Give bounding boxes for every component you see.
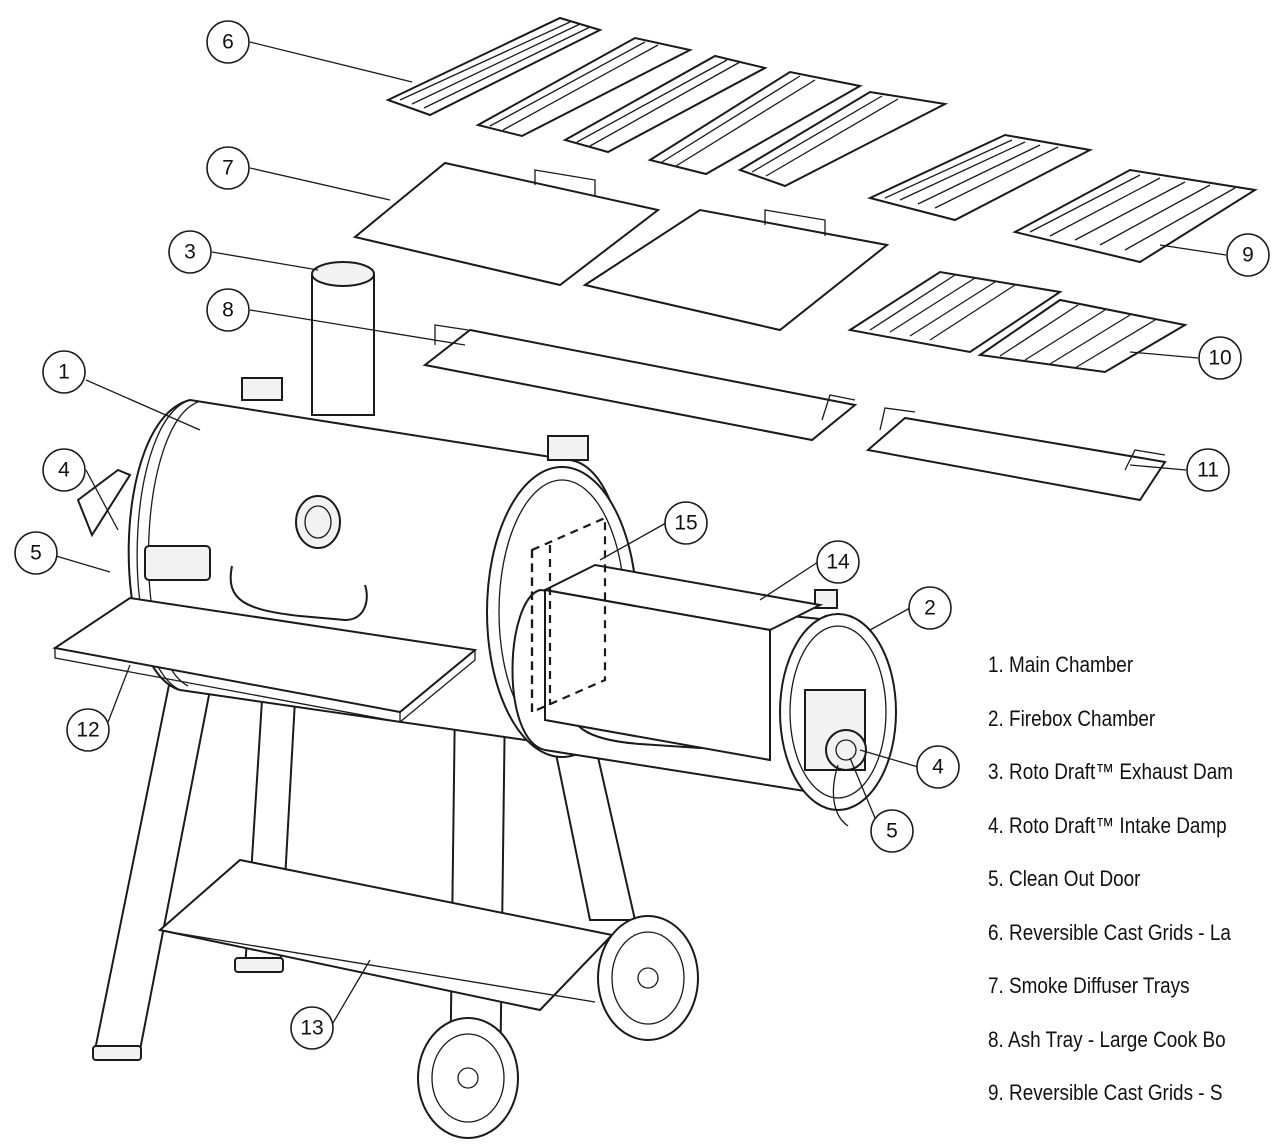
ash-tray-large [422,324,858,442]
exhaust-stack [311,261,375,416]
svg-text:7: 7 [222,157,234,180]
callout-13: 13 [290,1006,334,1050]
callout-3: 3 [168,230,212,274]
callout-5-right: 5 [870,809,914,853]
svg-text:15: 15 [674,512,697,535]
callout-7: 7 [206,146,250,190]
callout-9: 9 [1226,233,1270,277]
callout-5-left: 5 [14,531,58,575]
svg-text:2: 2 [924,597,936,620]
callout-4-left: 4 [42,448,86,492]
heat-deflector [541,563,824,762]
svg-text:11: 11 [1197,459,1219,482]
callout-12: 12 [66,708,110,752]
svg-text:4: 4 [58,459,70,482]
svg-text:8: 8 [222,299,234,322]
legend-item: 7. Smoke Diffuser Trays [988,973,1190,998]
smoke-diffuser-trays [352,161,890,332]
svg-text:3: 3 [184,241,196,264]
reversible-cast-grids-large [385,16,949,188]
callout-8: 8 [206,288,250,332]
legend-item: 1. Main Chamber [988,652,1134,677]
legend-item: 6. Reversible Cast Grids - La [988,919,1231,945]
callout-15: 15 [664,501,708,545]
legend-item: 8. Ash Tray - Large Cook Bo [988,1026,1226,1052]
svg-text:12: 12 [76,719,99,742]
legend-item: 9. Reversible Cast Grids - S [988,1080,1223,1105]
callout-4-right: 4 [916,745,960,789]
svg-text:5: 5 [886,820,898,843]
legend-item: 2. Firebox Chamber [988,705,1156,731]
ash-tray-small [865,407,1167,502]
svg-text:10: 10 [1208,347,1231,370]
svg-text:14: 14 [826,551,850,574]
wheels [417,915,699,1139]
callout-14: 14 [816,540,860,584]
svg-text:9: 9 [1242,244,1254,267]
svg-text:13: 13 [300,1017,323,1040]
svg-text:6: 6 [222,31,234,54]
callout-10: 10 [1198,336,1242,380]
reversible-cast-grids-small [867,133,1258,264]
legend-item: 4. Roto Draft™ Intake Damp [988,812,1227,838]
legend-item: 5. Clean Out Door [988,866,1141,891]
callout-11: 11 [1186,448,1230,492]
cart-frame [92,678,637,1091]
svg-text:1: 1 [58,361,70,384]
parts-legend: 1. Main Chamber 2. Firebox Chamber 3. Ro… [988,645,1284,1145]
baffle-plate-dashed [530,516,607,714]
svg-text:5: 5 [30,542,42,565]
callout-2: 2 [908,586,952,630]
svg-text:4: 4 [932,756,944,779]
callout-leaders [55,41,1227,1029]
callout-6: 6 [206,20,250,64]
side-shelf [52,596,478,723]
callout-1: 1 [42,350,86,394]
legend-item: 3. Roto Draft™ Exhaust Dam [988,759,1234,784]
warming-grids [847,270,1188,374]
